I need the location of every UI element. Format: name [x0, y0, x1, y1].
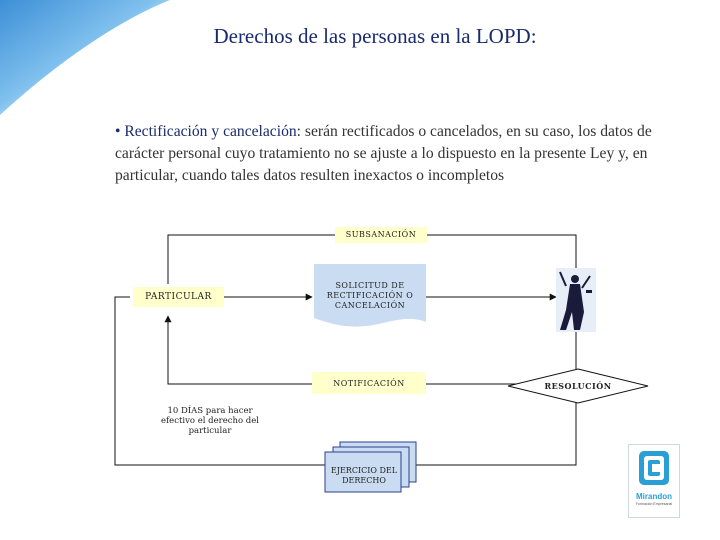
diamond-resolucion: [507, 368, 649, 404]
box-particular: [133, 287, 224, 307]
connector-bottom-return: [114, 296, 577, 466]
bullet-rest: : serán rectificados o cancelados, en su…: [115, 123, 652, 184]
label-solicitud: SOLICITUD DE RECTIFICACIÓN O CANCELACIÓN: [326, 281, 414, 310]
box-notificacion: [312, 372, 426, 394]
doc-ejercicio-front: [324, 451, 402, 493]
logo-name: Mirandon: [636, 492, 672, 501]
label-resolucion: RESOLUCIÓN: [544, 381, 612, 391]
company-logo: Mirandon Formación Empresarial: [628, 444, 680, 518]
logo-mark-icon: [639, 451, 669, 485]
label-plazo: 10 DÍAS para hacer efectivo el derecho d…: [161, 406, 259, 436]
bullet-paragraph: • Rectificación y cancelación: serán rec…: [115, 121, 675, 187]
label-ejercicio: EJERCICIO DEL DERECHO: [330, 466, 398, 485]
label-notificacion: NOTIFICACIÓN: [333, 379, 405, 388]
label-particular: PARTICULAR: [145, 292, 212, 302]
slide-title: Derechos de las personas en la LOPD:: [213, 24, 537, 48]
conductor-icon: [556, 268, 596, 332]
label-subsanacion: SUBSANACIÓN: [345, 230, 417, 239]
box-subsanacion: [335, 227, 427, 243]
doc-solicitud: [314, 264, 426, 327]
bullet-lead: • Rectificación y cancelación: [115, 123, 297, 140]
logo-subtitle: Formación Empresarial: [635, 502, 673, 506]
